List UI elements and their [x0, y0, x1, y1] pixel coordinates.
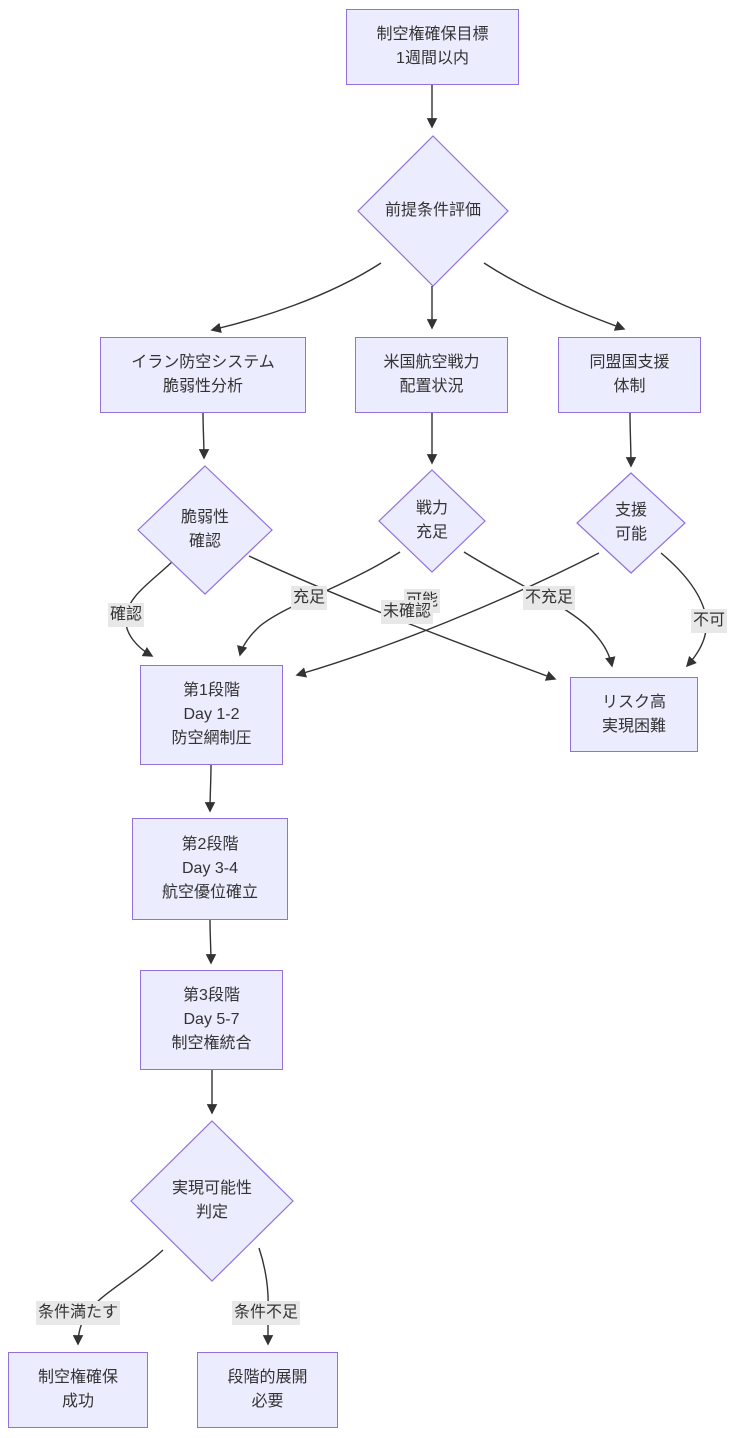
edge-label-insufficient: 不充足	[523, 586, 576, 610]
node-us-airpower: 米国航空戦力 配置状況	[355, 337, 508, 413]
node-goal: 制空権確保目標 1週間以内	[346, 9, 519, 85]
node-ally-support: 同盟国支援 体制	[558, 337, 701, 413]
node-line: 防空網制圧	[171, 730, 252, 747]
edge-feasibility-to-success	[72, 1249, 164, 1346]
node-line: 必要	[251, 1393, 284, 1410]
edge-precondition-to-ally-support	[483, 262, 626, 331]
node-line: 制空権確保目標	[376, 26, 489, 43]
node-iran-defense: イラン防空システム 脆弱性分析	[100, 337, 306, 413]
node-line: 体制	[613, 378, 646, 395]
edge-force-to-phase1	[237, 551, 401, 657]
edge-iran-defense-to-vulnerability	[198, 412, 210, 460]
node-vulnerability-diamond-shape	[137, 465, 273, 595]
node-line: 制空権確保	[37, 1369, 118, 1386]
node-line: 航空優位確立	[161, 884, 258, 901]
edge-precondition-to-iran-defense	[210, 262, 382, 334]
node-force-diamond-shape	[378, 469, 486, 573]
node-line: 第3段階	[183, 987, 240, 1004]
node-phase3: 第3段階 Day 5-7 制空権統合	[140, 970, 283, 1070]
node-success: 制空権確保 成功	[8, 1352, 148, 1428]
edge-label-conditions-met: 条件満たす	[36, 1301, 121, 1325]
node-feasibility-diamond-shape	[130, 1120, 294, 1282]
node-line: Day 1-2	[183, 706, 240, 723]
node-phased: 段階的展開 必要	[197, 1352, 338, 1428]
node-line: 実現困難	[601, 717, 666, 735]
node-risk: リスク高 実現困難	[570, 677, 698, 752]
node-line: 第2段階	[181, 836, 239, 853]
node-precondition-diamond-shape	[357, 135, 509, 287]
node-line: 米国航空戦力	[383, 354, 480, 371]
node-line: 同盟国支援	[589, 354, 670, 371]
node-phase2: 第2段階 Day 3-4 航空優位確立	[132, 818, 288, 920]
node-line: 段階的展開	[227, 1369, 308, 1386]
node-line: Day 3-4	[181, 860, 239, 877]
edge-label-unconfirmed: 未確認	[381, 600, 434, 624]
node-support-diamond-shape	[576, 472, 686, 574]
edge-label-impossible: 不可	[691, 609, 728, 633]
node-phase1: 第1段階 Day 1-2 防空網制圧	[140, 665, 283, 765]
node-line: 脆弱性分析	[162, 378, 243, 395]
edge-feasibility-to-phased	[258, 1247, 274, 1346]
node-line: 制空権統合	[171, 1035, 252, 1052]
edge-phase2-to-phase3	[205, 919, 217, 965]
node-line: Day 5-7	[183, 1011, 240, 1028]
node-line: 配置状況	[399, 378, 464, 395]
edge-phase1-to-phase2	[204, 764, 216, 813]
edge-label-confirmed: 確認	[108, 603, 145, 627]
edge-force-to-risk	[463, 551, 616, 668]
node-line: リスク高	[601, 693, 666, 711]
edge-label-sufficient: 充足	[291, 586, 328, 610]
node-line: 第1段階	[183, 682, 240, 699]
edge-support-to-phase1	[295, 552, 600, 678]
edge-label-conditions-lacking: 条件不足	[232, 1301, 301, 1325]
edge-ally-support-to-support	[625, 412, 637, 468]
node-line: 1週間以内	[396, 50, 469, 67]
node-line: 成功	[61, 1393, 94, 1410]
node-line: イラン防空システム	[131, 354, 275, 371]
